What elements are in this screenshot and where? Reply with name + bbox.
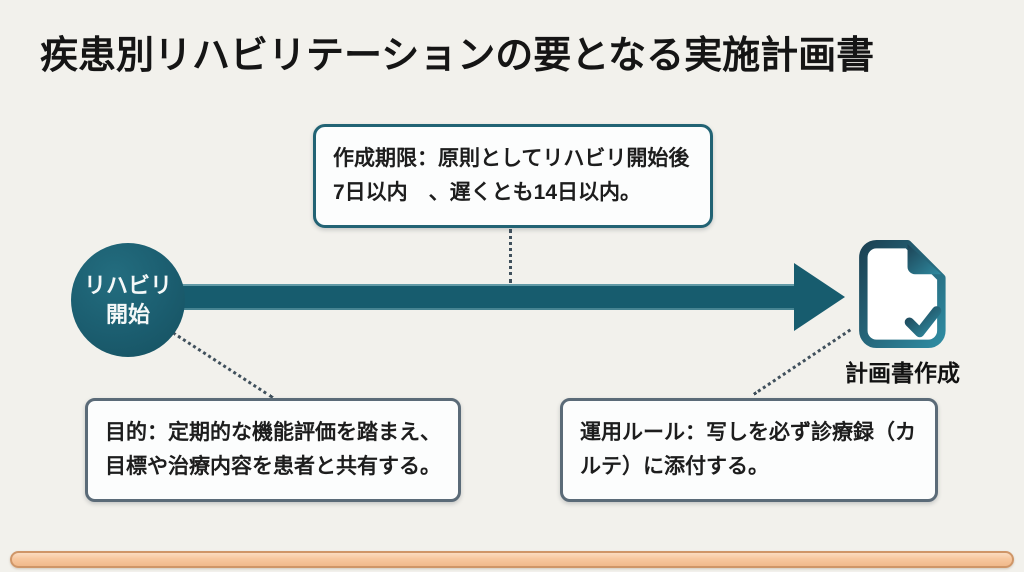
timeline-start-node: リハビリ 開始 [71, 243, 185, 357]
callout-rule-line1: 運用ルール：写しを必ず診療録（カ [580, 421, 916, 444]
callout-purpose: 目的：定期的な機能評価を踏まえ、 目標や治療内容を患者と共有する。 [85, 398, 461, 502]
callout-rule-line2: ルテ）に添付する。 [580, 455, 769, 478]
start-node-label-line2: 開始 [105, 302, 150, 327]
timeline-arrow-shaft [170, 284, 796, 310]
timeline-arrowhead [794, 263, 845, 331]
page-title: 疾患別リハビリテーションの要となる実施計画書 [40, 35, 875, 77]
callout-rule: 運用ルール：写しを必ず診療録（カ ルテ）に添付する。 [560, 398, 938, 502]
callout-deadline-line2: 7日以内 、遅くとも14日以内。 [333, 181, 642, 204]
timeline-end-label: 計画書作成 [845, 360, 960, 386]
callout-purpose-line2: 目標や治療内容を患者と共有する。 [105, 455, 441, 478]
start-node-label-line1: リハビリ [83, 273, 172, 298]
callout-purpose-line1: 目的：定期的な機能評価を踏まえ、 [105, 421, 441, 444]
bottom-accent-bar [10, 551, 1014, 568]
callout-deadline: 作成期限：原則としてリハビリ開始後 7日以内 、遅くとも14日以内。 [313, 124, 713, 228]
callout-deadline-line1: 作成期限：原則としてリハビリ開始後 [333, 147, 690, 170]
connector-start-to-purpose [171, 331, 274, 399]
connector-deadline-to-arrow [509, 229, 512, 283]
document-check-icon [853, 238, 947, 350]
